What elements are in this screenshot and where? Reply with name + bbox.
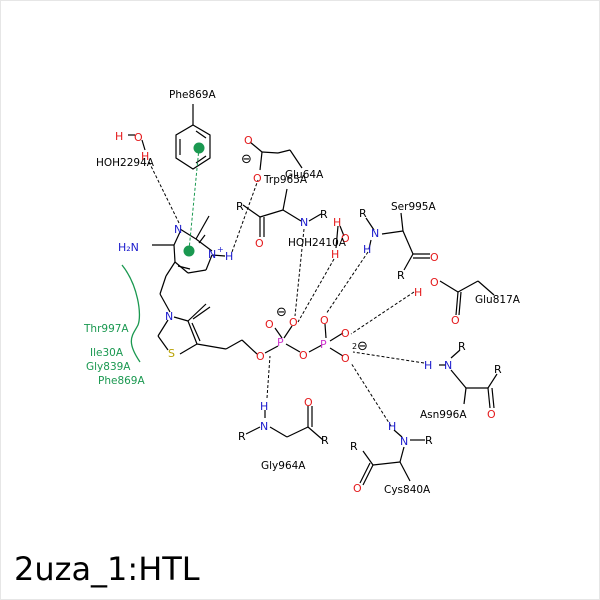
label-phe869: Phe869A	[169, 89, 216, 101]
hydrophobic-thr997: Thr997A	[83, 323, 129, 335]
ligand-bonds	[152, 215, 344, 357]
atom-o-p1b: O	[289, 316, 298, 329]
label-trp965: Trp965A	[263, 174, 308, 186]
label-gly964: Gly964A	[261, 460, 306, 472]
glu64-minus-charge: ⊖	[241, 152, 252, 167]
asn996-o: O	[487, 408, 496, 421]
asn996-h: H	[424, 359, 432, 372]
atom-n3: N	[208, 248, 216, 261]
hbond-hoh2294	[148, 161, 181, 226]
pi-center-phe-ring	[193, 142, 205, 154]
gly964-h: H	[260, 400, 268, 413]
atom-h2n: H₂N	[118, 241, 139, 254]
hbond-ser995	[325, 251, 369, 315]
hbond-glu817	[350, 291, 415, 335]
hbond-cys840	[350, 362, 392, 427]
hoh2410-h2: H	[331, 248, 339, 261]
hydrophobic-phe869: Phe869A	[98, 375, 145, 387]
label-hoh2294: HOH2294A	[96, 157, 155, 169]
ser995-r2: R	[397, 269, 405, 282]
cys840-h: H	[388, 420, 396, 433]
atom-o-p1a: O	[265, 318, 274, 331]
hoh2410-o: O	[341, 232, 350, 245]
label-cys840: Cys840A	[384, 484, 431, 496]
hbond-glu64	[231, 179, 259, 253]
cys840-o: O	[353, 482, 362, 495]
residue-labels: Phe869A HOH2294A Glu64A Trp965A HOH2410A…	[96, 89, 521, 496]
residue-bonds	[128, 104, 498, 486]
glu64-o1: O	[244, 134, 253, 147]
hbond-gly964	[266, 355, 271, 399]
trp965-r: R	[236, 200, 244, 213]
asn996-n: N	[444, 359, 452, 372]
trp965-r2: R	[320, 208, 328, 221]
label-ser995: Ser995A	[391, 201, 436, 213]
atom-o-p2a: O	[320, 314, 329, 327]
hydrogen-bonds	[148, 147, 425, 427]
atom-n1: N	[174, 223, 182, 236]
glu817-h: H	[414, 286, 422, 299]
gly964-r2: R	[321, 434, 329, 447]
atom-o-ester: O	[256, 350, 265, 363]
trp965-n: N	[300, 216, 308, 229]
label-asn996: Asn996A	[420, 409, 467, 421]
atom-p2: P	[320, 338, 327, 351]
label-glu64: Glu64A	[285, 169, 324, 181]
cys840-r2: R	[350, 440, 358, 453]
charge-2-sup: 2	[352, 342, 357, 351]
residue-atoms: H O H O O ⊖ R O N R H O H R N H O R H O …	[115, 130, 502, 495]
pi-stacking-line	[188, 147, 200, 251]
ser995-n: N	[371, 227, 379, 240]
glu817-o2: O	[451, 314, 460, 327]
hydrophobic-labels: Thr997A Ile30A Gly839A Phe869A	[83, 323, 145, 387]
pi-center-ligand-ring	[183, 245, 195, 257]
atom-n-thiazoline: N	[165, 310, 173, 323]
hoh2294-o: O	[134, 131, 143, 144]
atom-p1: P	[277, 336, 284, 349]
trp965-o: O	[255, 237, 264, 250]
hoh2410-h1: H	[333, 216, 341, 229]
atom-h-n3: H	[225, 250, 233, 263]
ser995-r1: R	[359, 207, 367, 220]
diagram-title: 2uza_1:HTL	[14, 550, 200, 588]
ser995-o: O	[430, 251, 439, 264]
hbond-asn996	[352, 351, 425, 364]
asn996-r2: R	[494, 363, 502, 376]
gly964-o: O	[304, 396, 313, 409]
ser995-h: H	[363, 243, 371, 256]
atom-s: S	[168, 347, 175, 360]
hydrophobic-gly839: Gly839A	[86, 361, 131, 373]
minus-charge-p1: ⊖	[276, 305, 287, 320]
minus-charge-p2: ⊖	[357, 339, 368, 354]
hoh2294-h2: H	[141, 150, 149, 163]
cys840-n: N	[400, 435, 408, 448]
atom-o-bridge: O	[299, 349, 308, 362]
glu64-o2: O	[253, 172, 262, 185]
n3-plus-charge: +	[217, 245, 224, 254]
hbond-hoh2410	[297, 258, 335, 323]
label-glu817: Glu817A	[475, 294, 521, 306]
atom-o-p2c: O	[341, 352, 350, 365]
atom-o-p2b: O	[341, 327, 350, 340]
glu817-o1: O	[430, 276, 439, 289]
hoh2294-h1: H	[115, 130, 123, 143]
asn996-r1: R	[458, 340, 466, 353]
gly964-n: N	[260, 420, 268, 433]
hydrophobic-contact-arc	[121, 264, 141, 363]
ligand-atoms: N N + H H₂N N S O P O P O O O O O ⊖ 2 ⊖	[118, 223, 368, 365]
gly964-r1: R	[238, 430, 246, 443]
hydrophobic-ile30: Ile30A	[90, 347, 124, 359]
cys840-r1: R	[425, 434, 433, 447]
label-hoh2410: HOH2410A	[288, 237, 347, 249]
hbond-trp965	[294, 228, 305, 317]
